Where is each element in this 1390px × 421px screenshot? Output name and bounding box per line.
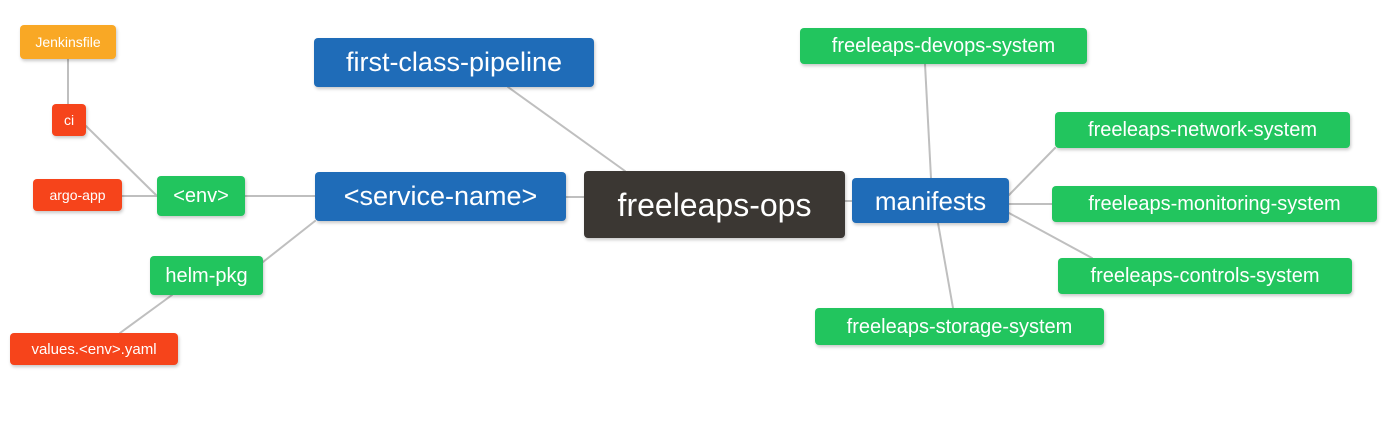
node-label-manifests: manifests	[874, 185, 987, 216]
node-label-freeleaps-network-system: freeleaps-network-system	[1088, 119, 1317, 141]
edge-manifests-to-freeleaps-devops-system	[924, 63, 932, 179]
node-service-name[interactable]: <service-name>	[315, 172, 566, 221]
node-label-freeleaps-ops: freeleaps-ops	[617, 186, 812, 223]
node-label-service-name: <service-name>	[343, 181, 538, 211]
node-label-first-class-pipeline: first-class-pipeline	[345, 47, 563, 77]
edge-helm-pkg-to-values-yaml	[119, 294, 173, 334]
node-label-freeleaps-controls-system: freeleaps-controls-system	[1090, 265, 1320, 287]
node-label-values-yaml: values.<env>.yaml	[31, 340, 157, 358]
node-freeleaps-monitoring-system[interactable]: freeleaps-monitoring-system	[1052, 186, 1377, 222]
node-ci[interactable]: ci	[52, 104, 86, 136]
node-jenkinsfile[interactable]: Jenkinsfile	[20, 25, 116, 59]
node-label-argo-app: argo-app	[49, 187, 106, 203]
edge-service-name-to-helm-pkg	[262, 220, 316, 263]
node-freeleaps-storage-system[interactable]: freeleaps-storage-system	[815, 308, 1104, 345]
node-freeleaps-controls-system[interactable]: freeleaps-controls-system	[1058, 258, 1352, 294]
node-env[interactable]: <env>	[157, 176, 245, 216]
edge-first-class-pipeline-to-freeleaps-ops	[507, 86, 626, 172]
edge-manifests-to-freeleaps-network-system	[1008, 147, 1056, 196]
node-label-helm-pkg: helm-pkg	[165, 264, 248, 287]
node-freeleaps-network-system[interactable]: freeleaps-network-system	[1055, 112, 1350, 148]
node-label-env: <env>	[173, 185, 229, 207]
node-freeleaps-devops-system[interactable]: freeleaps-devops-system	[800, 28, 1087, 64]
node-argo-app[interactable]: argo-app	[33, 179, 122, 211]
node-manifests[interactable]: manifests	[852, 178, 1009, 223]
node-label-ci: ci	[63, 112, 75, 128]
edge-manifests-to-freeleaps-storage-system	[937, 222, 954, 309]
node-values-yaml[interactable]: values.<env>.yaml	[10, 333, 178, 365]
node-label-freeleaps-storage-system: freeleaps-storage-system	[846, 315, 1073, 338]
node-freeleaps-ops[interactable]: freeleaps-ops	[584, 171, 845, 238]
node-label-freeleaps-devops-system: freeleaps-devops-system	[831, 35, 1056, 57]
node-helm-pkg[interactable]: helm-pkg	[150, 256, 263, 295]
node-first-class-pipeline[interactable]: first-class-pipeline	[314, 38, 594, 87]
node-label-freeleaps-monitoring-system: freeleaps-monitoring-system	[1088, 193, 1341, 215]
node-label-jenkinsfile: Jenkinsfile	[35, 34, 101, 50]
